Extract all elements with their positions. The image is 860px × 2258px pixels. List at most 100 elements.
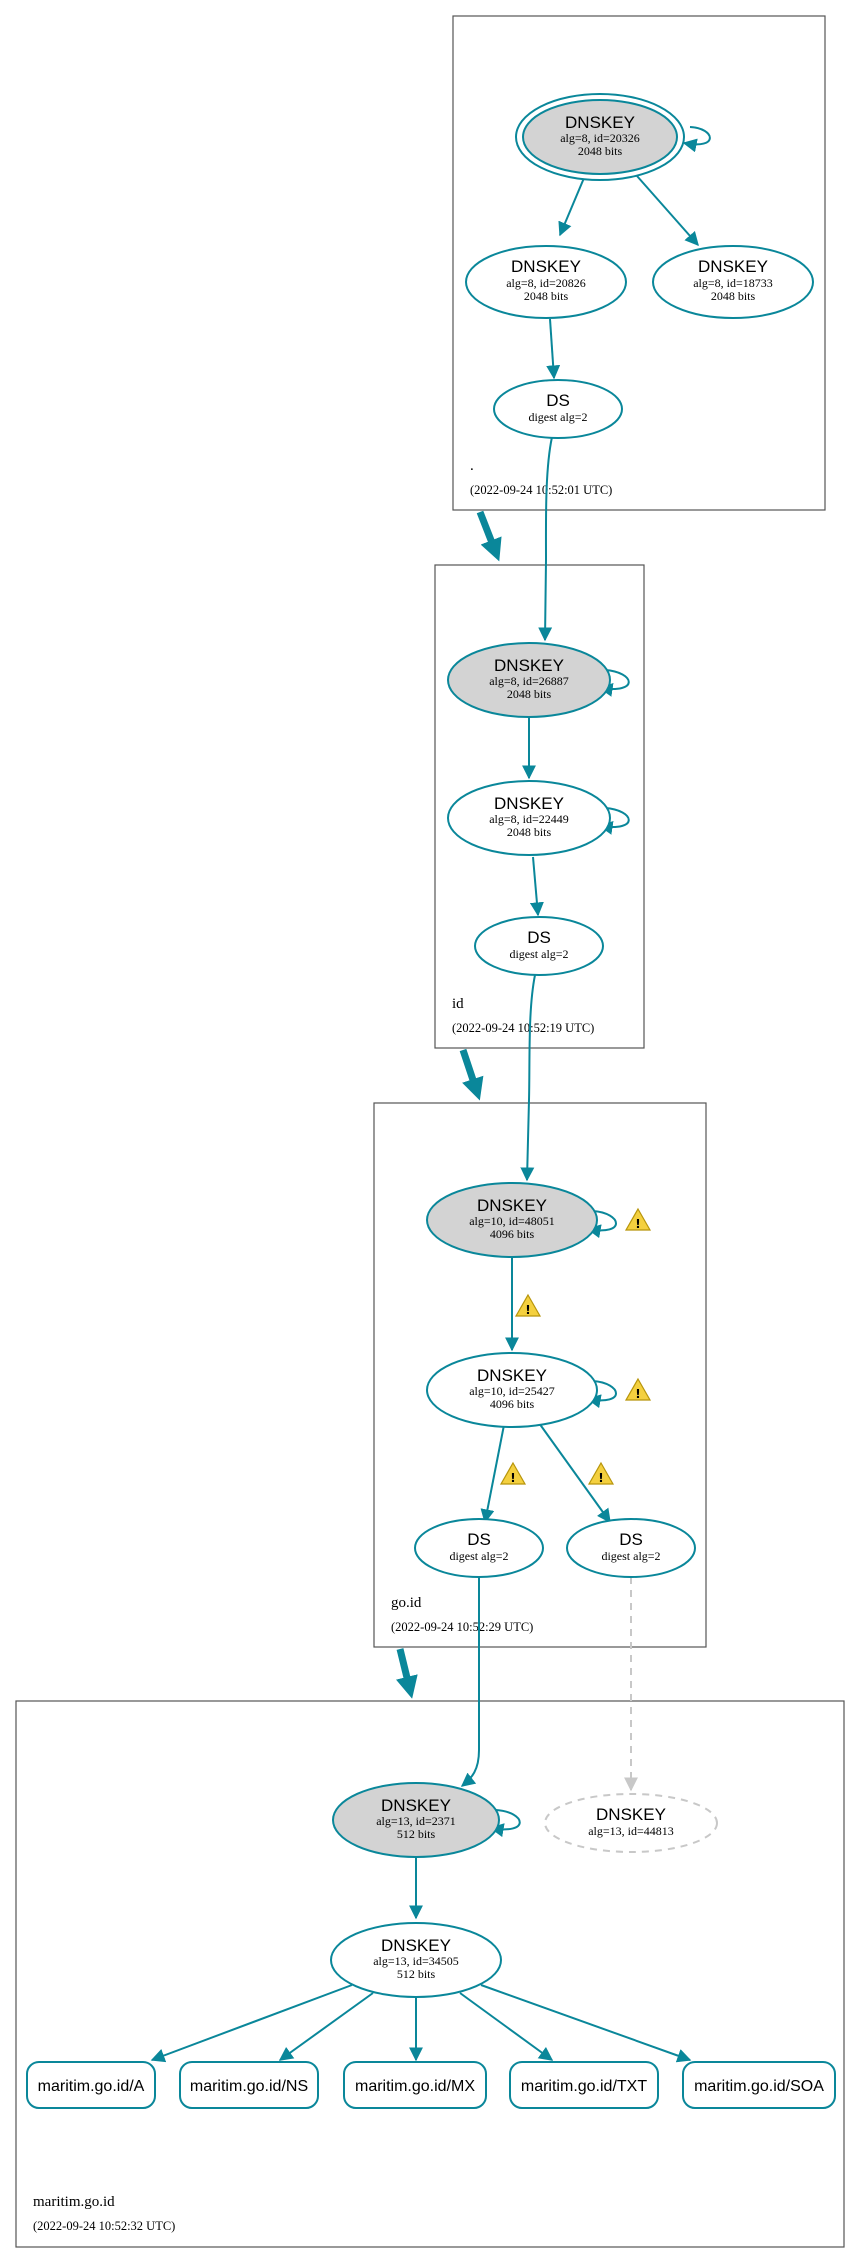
svg-text:!: ! <box>598 1471 603 1485</box>
node-detail: alg=10, id=48051 <box>469 1214 555 1228</box>
rr-label: maritim.go.id/TXT <box>521 2078 647 2095</box>
warning-icon[interactable]: ! <box>587 1461 615 1485</box>
zone-id-name: id <box>452 996 464 1012</box>
goid-ds-2-node[interactable]: DS digest alg=2 <box>566 1518 696 1578</box>
node-title: DNSKEY <box>477 1196 547 1215</box>
goid-zsk-node[interactable]: DNSKEY alg=10, id=25427 4096 bits <box>426 1352 598 1428</box>
edge-id-ds-to-goid-ksk <box>520 974 536 1182</box>
rr-label: maritim.go.id/SOA <box>694 2078 824 2095</box>
node-detail: digest alg=2 <box>449 1549 508 1563</box>
node-title: DNSKEY <box>511 257 581 276</box>
edge-goid-zsk-to-ds2 <box>538 1422 611 1524</box>
svg-text:!: ! <box>635 1217 640 1231</box>
edge-id-zsk-to-ds <box>529 856 544 917</box>
node-detail: 2048 bits <box>507 825 552 839</box>
edge-goid-zsk-to-ds1 <box>480 1424 505 1524</box>
warning-icon[interactable]: ! <box>514 1293 542 1317</box>
node-detail: 2048 bits <box>524 289 569 303</box>
id-zsk-node[interactable]: DNSKEY alg=8, id=22449 2048 bits <box>447 780 611 856</box>
root-zsk-18733-node[interactable]: DNSKEY alg=8, id=18733 2048 bits <box>652 245 814 319</box>
node-detail: 4096 bits <box>490 1227 535 1241</box>
node-detail: 512 bits <box>397 1967 436 1981</box>
rr-box-TXT[interactable]: maritim.go.id/TXT <box>509 2061 659 2109</box>
node-title: DNSKEY <box>698 257 768 276</box>
node-detail: alg=10, id=25427 <box>469 1384 555 1398</box>
zone-root: . (2022-09-24 10:52:01 UTC) <box>452 15 826 511</box>
id-ksk-node[interactable]: DNSKEY alg=8, id=26887 2048 bits <box>447 642 611 718</box>
zone-maritim-name: maritim.go.id <box>33 2194 115 2210</box>
edge-root-zsk1-to-ds <box>546 318 561 380</box>
edge-goid-ksk-self <box>586 1210 617 1239</box>
zone-goid-name: go.id <box>391 1595 422 1611</box>
zone-goid: go.id (2022-09-24 10:52:29 UTC) <box>373 1102 707 1648</box>
node-detail: alg=13, id=34505 <box>373 1954 459 1968</box>
node-title: DS <box>467 1530 491 1549</box>
delegation-root-to-id <box>476 510 502 562</box>
zone-root-time: (2022-09-24 10:52:01 UTC) <box>470 483 612 497</box>
edge-root-ksk-self <box>682 126 711 153</box>
zone-id: id (2022-09-24 10:52:19 UTC) <box>434 564 645 1049</box>
node-detail: alg=8, id=26887 <box>489 674 569 688</box>
goid-ksk-node[interactable]: DNSKEY alg=10, id=48051 4096 bits <box>426 1182 598 1258</box>
rr-label: maritim.go.id/A <box>38 2078 145 2095</box>
edge-root-ksk-to-zsk2 <box>636 175 699 247</box>
node-detail: digest alg=2 <box>528 410 587 424</box>
edge-maritim-zsk-to-SOA <box>480 1984 692 2063</box>
zone-maritim: maritim.go.id (2022-09-24 10:52:32 UTC) <box>15 1700 845 2248</box>
edge-root-ds-to-id-ksk <box>538 436 553 642</box>
node-detail: digest alg=2 <box>509 947 568 961</box>
edge-goid-ds1-to-maritim-ksk <box>460 1575 480 1787</box>
zone-root-name: . <box>470 458 474 474</box>
delegation-id-to-goid <box>459 1048 484 1101</box>
node-detail: alg=13, id=2371 <box>376 1814 456 1828</box>
node-detail: 2048 bits <box>578 144 623 158</box>
edge-maritim-zsk-to-NS <box>278 1992 374 2061</box>
node-title: DNSKEY <box>565 113 635 132</box>
rr-label: maritim.go.id/MX <box>355 2078 475 2095</box>
node-detail: alg=8, id=20826 <box>506 276 586 290</box>
node-detail: 4096 bits <box>490 1397 535 1411</box>
warning-icon[interactable]: ! <box>624 1207 652 1231</box>
maritim-zsk-node[interactable]: DNSKEY alg=13, id=34505 512 bits <box>330 1922 502 1998</box>
node-title: DNSKEY <box>596 1805 666 1824</box>
goid-ds-1-node[interactable]: DS digest alg=2 <box>414 1518 544 1578</box>
maritim-ksk-node[interactable]: DNSKEY alg=13, id=2371 512 bits <box>332 1782 500 1858</box>
warning-icon[interactable]: ! <box>624 1377 652 1401</box>
edge-maritim-ksk-self <box>489 1809 521 1838</box>
node-title: DS <box>619 1530 643 1549</box>
node-title: DNSKEY <box>494 794 564 813</box>
rr-label: maritim.go.id/NS <box>190 2078 308 2095</box>
warning-icon[interactable]: ! <box>499 1461 527 1485</box>
edge-goid-zsk-self <box>586 1380 617 1409</box>
edge-maritim-zsk-to-A <box>150 1984 353 2063</box>
node-title: DNSKEY <box>494 656 564 675</box>
edge-maritim-zsk-to-TXT <box>459 1992 554 2061</box>
svg-text:!: ! <box>635 1387 640 1401</box>
rr-box-SOA[interactable]: maritim.go.id/SOA <box>682 2061 836 2109</box>
node-title: DS <box>527 928 551 947</box>
maritim-missing-key-node[interactable]: DNSKEY alg=13, id=44813 <box>544 1793 718 1853</box>
edge-id-ksk-self <box>598 669 630 697</box>
node-detail: alg=8, id=20326 <box>560 131 640 145</box>
delegation-goid-to-maritim <box>395 1648 418 1699</box>
rr-box-A[interactable]: maritim.go.id/A <box>26 2061 156 2109</box>
zone-goid-time: (2022-09-24 10:52:29 UTC) <box>391 1620 533 1634</box>
root-ksk-node[interactable]: DNSKEY alg=8, id=20326 2048 bits <box>515 93 685 181</box>
node-detail: 512 bits <box>397 1827 436 1841</box>
id-ds-node[interactable]: DS digest alg=2 <box>474 916 604 976</box>
node-title: DNSKEY <box>381 1796 451 1815</box>
edge-id-zsk-self <box>598 807 630 835</box>
root-zsk-20826-node[interactable]: DNSKEY alg=8, id=20826 2048 bits <box>465 245 627 319</box>
node-detail: 2048 bits <box>711 289 756 303</box>
node-title: DNSKEY <box>381 1936 451 1955</box>
svg-text:!: ! <box>525 1303 530 1317</box>
svg-text:!: ! <box>510 1471 515 1485</box>
zone-maritim-time: (2022-09-24 10:52:32 UTC) <box>33 2219 175 2233</box>
node-detail: alg=8, id=22449 <box>489 812 569 826</box>
rr-box-MX[interactable]: maritim.go.id/MX <box>343 2061 487 2109</box>
zone-id-time: (2022-09-24 10:52:19 UTC) <box>452 1021 594 1035</box>
node-detail: 2048 bits <box>507 687 552 701</box>
rr-box-NS[interactable]: maritim.go.id/NS <box>179 2061 319 2109</box>
root-ds-node[interactable]: DS digest alg=2 <box>493 379 623 439</box>
